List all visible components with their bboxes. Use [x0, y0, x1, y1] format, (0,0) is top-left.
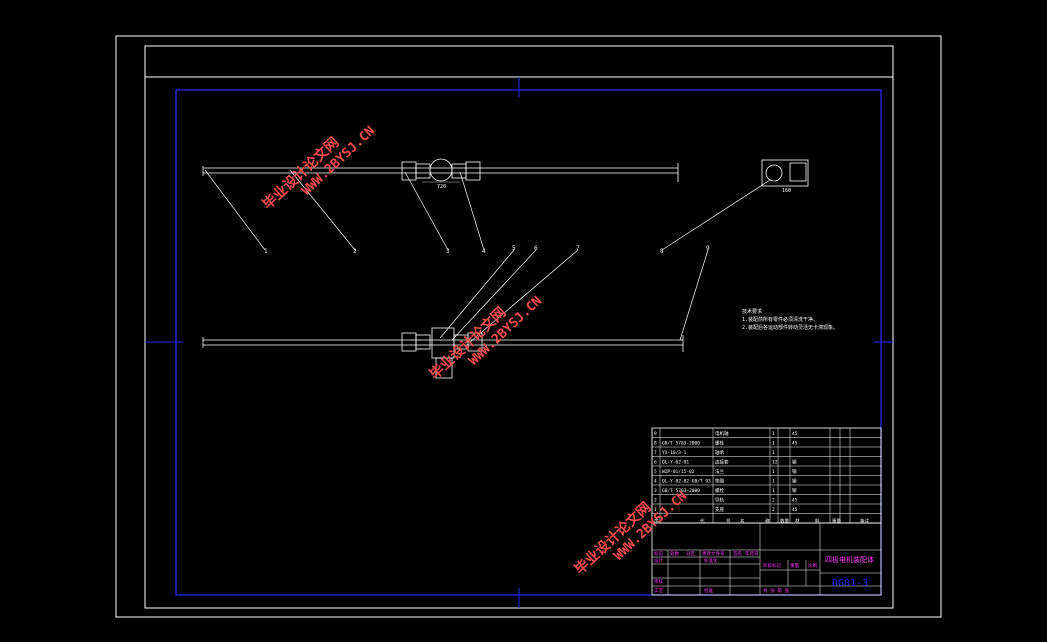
- note-1: 1.装配前所有零件必须清洗干净。: [742, 316, 818, 323]
- balloon-3: 3: [446, 248, 450, 255]
- bom-cell-qty: 2: [772, 498, 775, 504]
- tb-scale-label: 比例: [808, 562, 817, 569]
- bom-cell-name: 螺栓: [715, 440, 724, 447]
- bom-cell-name: 导轨: [715, 497, 724, 504]
- bom-cell-qty: 2: [772, 507, 775, 513]
- bom-cell-name: 支座: [715, 506, 724, 513]
- bom-cell-no: 5: [654, 469, 657, 475]
- tb-sheet-label: 共 张 第 张: [763, 587, 790, 594]
- bom-cell-no: 4: [654, 479, 657, 485]
- drawing-code: DG01-3: [832, 578, 868, 589]
- bom-cell-name: 螺栓: [715, 487, 724, 494]
- tb-weight-label: 重量: [790, 562, 799, 569]
- tb-standard-label: 标准化: [704, 557, 718, 564]
- balloon-8: 8: [660, 248, 664, 255]
- tb-zone-label: 分区: [686, 550, 695, 557]
- bom-header-cell: 备注: [860, 518, 869, 525]
- bom-cell-code: QL-Y-02-02 GB/T 93: [662, 479, 711, 485]
- tb-craft-label: 工艺: [654, 588, 663, 594]
- bottom-view: [202, 327, 684, 379]
- bom-cell-no: 8: [654, 441, 657, 447]
- bom-header-cell: 数量: [780, 518, 789, 525]
- bom-header-cell: 料: [815, 518, 820, 525]
- part-balloons: 1 2 3 4 8 5 6 7 9: [264, 245, 710, 255]
- balloon-6: 6: [534, 245, 538, 252]
- bom-cell-qty: 1: [772, 469, 775, 475]
- bom-cell-mat: 45: [792, 441, 798, 447]
- bom-cell-no: 7: [654, 450, 657, 456]
- bom-cell-no: 9: [654, 431, 657, 437]
- bom-header-cell: 称: [765, 518, 770, 525]
- balloon-2: 2: [353, 248, 357, 255]
- bom-cell-name: 轴承: [715, 449, 724, 456]
- tb-review-label: 审核: [654, 578, 663, 585]
- watermark-1: 毕业设计论文网 WWW.2BYSJ.CN: [259, 124, 378, 213]
- balloon-1: 1: [264, 248, 268, 255]
- side-dimension: 160: [782, 188, 791, 194]
- bom-cell-mat: 钢: [792, 459, 797, 466]
- bom-cell-no: 3: [654, 488, 657, 494]
- bom-header-cell: 号: [726, 519, 731, 525]
- bom-cell-no: 2: [654, 498, 657, 504]
- front-view: [202, 158, 679, 183]
- bom-header-cell: 材: [795, 518, 800, 525]
- balloon-9: 9: [706, 245, 710, 252]
- drawing-title: 四极电机装配体: [825, 555, 874, 564]
- title-block: 标记 处数 分区 更改文件号 签名 年月日 设计 标准化 审核 工艺 批准 阶段…: [651, 522, 882, 596]
- tb-stage-label: 阶段标记: [763, 562, 781, 569]
- balloon-7: 7: [576, 245, 580, 252]
- tb-mark-label: 标记: [654, 550, 663, 557]
- bom-cell-qty: 1: [772, 431, 775, 437]
- side-view: [761, 159, 809, 187]
- tb-sign-label: 签名: [733, 550, 742, 557]
- bom-cell-code: YX-10/3-1: [662, 450, 687, 456]
- bom-header-cell: 代: [700, 518, 705, 525]
- sheet-outer-border: [115, 35, 942, 618]
- notes-heading: 技术要求: [742, 308, 762, 315]
- leader-lines: [204, 169, 771, 343]
- tb-design-label: 设计: [654, 557, 663, 564]
- drawing-frame: [175, 89, 882, 596]
- bom-cell-mat: 45: [792, 507, 798, 513]
- tb-change-label: 更改文件号: [702, 550, 725, 557]
- bom-cell-qty: 1: [772, 450, 775, 456]
- bom-cell-mat: 钢: [792, 487, 797, 494]
- bom-cell-code: WZP-01/15-02: [662, 469, 695, 475]
- tb-count-label: 处数: [670, 550, 679, 557]
- bom-header-cell: 序: [654, 518, 659, 525]
- bom-cell-code: GB/T 5783-2000: [662, 441, 700, 447]
- tb-approve-label: 批准: [704, 587, 713, 594]
- watermarks: 毕业设计论文网 WWW.2BYSJ.CN 毕业设计论文网 WWW.2BYSJ.C…: [259, 124, 690, 578]
- bom-cell-code: GB/T 5783-2000: [662, 488, 700, 494]
- bom-cell-qty: 1: [772, 488, 775, 494]
- bom-cell-qty: 1: [772, 441, 775, 447]
- tb-date-label: 年月日: [745, 550, 759, 557]
- bom-cell-no: 6: [654, 460, 657, 466]
- balloon-5: 5: [512, 245, 516, 252]
- bom-cell-mat: 45: [792, 431, 798, 437]
- bom-cell-mat: 钢: [792, 468, 797, 475]
- note-2: 2.装配后各运动部件转动灵活无卡滞现象。: [742, 324, 838, 331]
- bom-cell-name: 垫圈: [715, 478, 724, 485]
- watermark-2: 毕业设计论文网 WWW.2BYSJ.CN: [426, 294, 545, 383]
- front-dimension: 720: [437, 184, 446, 190]
- bom-header-cell: 名: [740, 518, 745, 525]
- bom-cell-qty: 12: [772, 460, 778, 466]
- balloon-4: 4: [482, 248, 486, 255]
- bom-header-cell: 重量: [832, 518, 841, 525]
- bom-cell-code: QL-Y-02-01: [662, 460, 689, 466]
- bom-cell-no: 1: [654, 507, 657, 513]
- bom-cell-name: 连接套: [715, 459, 729, 466]
- bom-cell-name: 法兰: [715, 468, 724, 475]
- technical-notes: 技术要求 1.装配前所有零件必须清洗干净。 2.装配后各运动部件转动灵活无卡滞现…: [742, 308, 838, 331]
- bom-cell-name: 电机轴: [715, 430, 729, 437]
- bom-cell-qty: 1: [772, 479, 775, 485]
- bom-cell-mat: 45: [792, 498, 798, 504]
- bom-cell-mat: 钢: [792, 478, 797, 485]
